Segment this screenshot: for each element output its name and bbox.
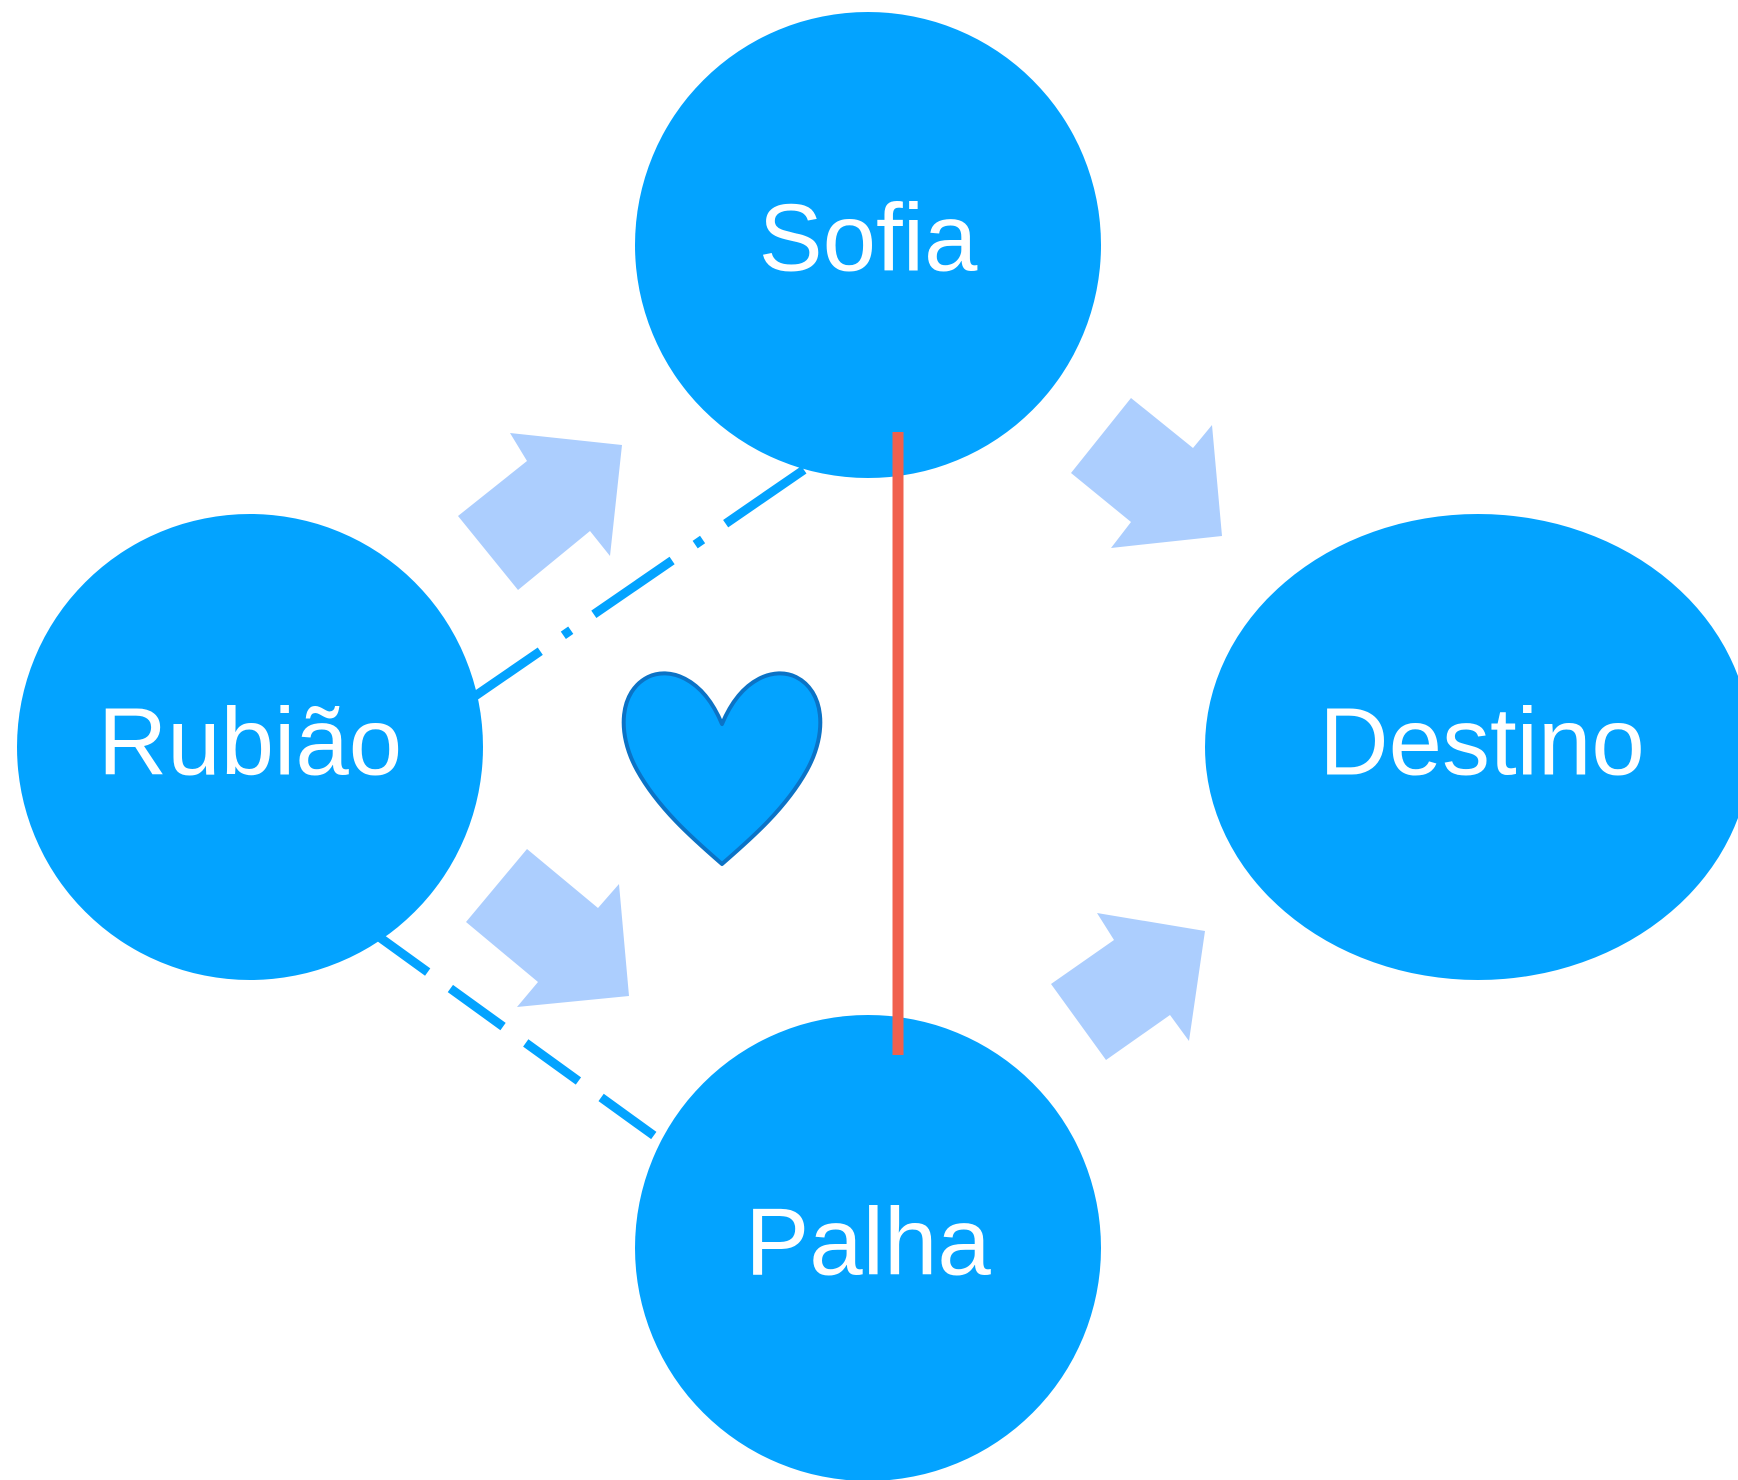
node-sofia-label: Sofia — [759, 185, 978, 292]
arrow-rubiao-to-palha — [466, 849, 629, 1007]
node-palha: Palha — [635, 1015, 1101, 1480]
node-destino-label: Destino — [1319, 689, 1645, 796]
node-destino: Destino — [1205, 514, 1738, 980]
node-palha-circle — [635, 1015, 1101, 1480]
arrow-rubiao-to-sofia — [458, 433, 622, 590]
node-destino-ellipse — [1205, 514, 1738, 980]
arrow-sofia-to-destino — [1071, 398, 1222, 548]
connector-rubiao-sofia — [459, 463, 811, 709]
arrow-palha-to-destino — [1051, 913, 1205, 1060]
connector-rubiao-palha — [372, 930, 663, 1144]
heart-icon — [621, 671, 823, 866]
node-rubiao: Rubião — [17, 514, 483, 980]
node-palha-label: Palha — [745, 1189, 991, 1296]
node-rubiao-circle — [17, 514, 483, 980]
node-rubiao-label: Rubião — [98, 689, 402, 796]
node-sofia-circle — [635, 12, 1101, 478]
node-sofia: Sofia — [635, 12, 1101, 478]
